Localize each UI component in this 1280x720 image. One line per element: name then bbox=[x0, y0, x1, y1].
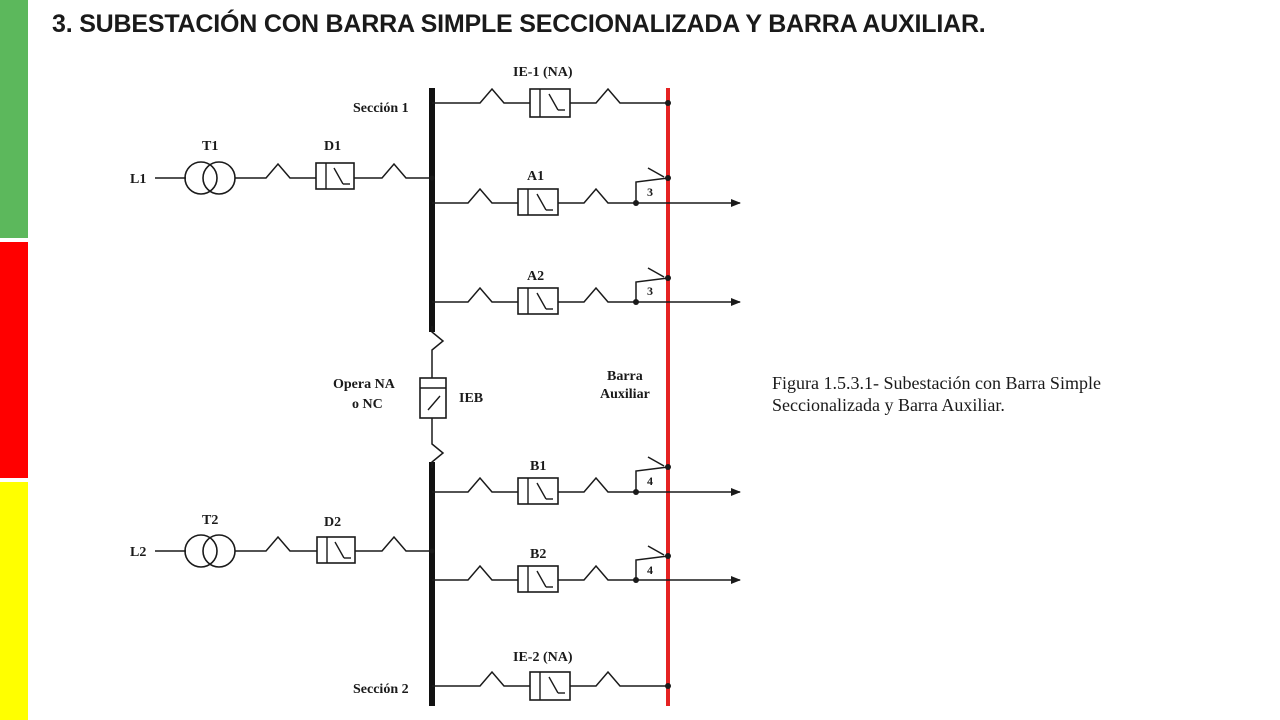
transformer-t1 bbox=[184, 161, 236, 195]
side-bar-red bbox=[0, 242, 28, 478]
switch-b2 bbox=[633, 545, 671, 583]
opera-label-line-2: o NC bbox=[352, 397, 383, 412]
b2-wire-b bbox=[558, 564, 741, 584]
line-1-label: L1 bbox=[130, 172, 146, 187]
section-1-label: Sección 1 bbox=[353, 101, 409, 116]
breaker-a2 bbox=[517, 287, 559, 315]
ie1-junction bbox=[665, 100, 671, 106]
feeder-1-wire-a bbox=[235, 162, 316, 179]
junction-dot bbox=[429, 175, 435, 181]
b1-wire-a bbox=[432, 476, 518, 493]
b2-wire-a bbox=[432, 564, 518, 581]
ie2-wire-b bbox=[570, 670, 668, 687]
breaker-a1-label: A1 bbox=[527, 169, 544, 184]
feeder-2-wire-a bbox=[235, 535, 317, 552]
feeder-1-wire-b bbox=[354, 162, 432, 179]
breaker-d2 bbox=[316, 536, 356, 564]
breaker-ieb-label: IEB bbox=[459, 391, 483, 406]
caption-line-1: Figura 1.5.3.1- Subestación con Barra Si… bbox=[772, 373, 1101, 393]
breaker-ie1 bbox=[529, 88, 571, 118]
transformer-t1-label: T1 bbox=[202, 139, 218, 154]
figure-caption: Figura 1.5.3.1- Subestación con Barra Si… bbox=[772, 372, 1242, 416]
a1-wire-b bbox=[558, 187, 741, 207]
a2-wire-a bbox=[432, 286, 518, 303]
breaker-b1 bbox=[517, 477, 559, 505]
switch-a1-number: 3 bbox=[647, 185, 653, 199]
breaker-b2-label: B2 bbox=[530, 547, 546, 562]
section-2-label: Sección 2 bbox=[353, 682, 409, 697]
line-2-label: L2 bbox=[130, 545, 146, 560]
transformer-t2 bbox=[184, 534, 236, 568]
transformer-t2-label: T2 bbox=[202, 513, 218, 528]
breaker-b2 bbox=[517, 565, 559, 593]
breaker-a2-label: A2 bbox=[527, 269, 544, 284]
ieb-wire-top bbox=[431, 326, 445, 378]
ie2-junction bbox=[665, 683, 671, 689]
ie1-wire-b bbox=[570, 87, 668, 104]
switch-a2-number: 3 bbox=[647, 284, 653, 298]
ieb-wire-bottom bbox=[431, 418, 445, 468]
b1-wire-b bbox=[558, 476, 741, 496]
junction-dot bbox=[429, 548, 435, 554]
breaker-ie1-label: IE-1 (NA) bbox=[513, 65, 573, 80]
feeder-2-wire-b bbox=[355, 535, 432, 552]
switch-a1 bbox=[633, 167, 671, 206]
caption-line-2: Seccionalizada y Barra Auxiliar. bbox=[772, 395, 1005, 415]
side-bar-green bbox=[0, 0, 28, 238]
aux-bus-label-line-2: Auxiliar bbox=[600, 387, 650, 402]
breaker-d1 bbox=[315, 162, 355, 190]
switch-b2-number: 4 bbox=[647, 563, 653, 577]
a1-wire-a bbox=[432, 187, 518, 204]
breaker-d2-label: D2 bbox=[324, 515, 341, 530]
breaker-d1-label: D1 bbox=[324, 139, 341, 154]
switch-a2 bbox=[633, 267, 671, 305]
ie1-wire-a bbox=[432, 87, 530, 104]
breaker-ie2-label: IE-2 (NA) bbox=[513, 650, 573, 665]
breaker-b1-label: B1 bbox=[530, 459, 546, 474]
switch-b1-number: 4 bbox=[647, 474, 653, 488]
side-bar-yellow bbox=[0, 482, 28, 720]
slide-title: 3. SUBESTACIÓN CON BARRA SIMPLE SECCIONA… bbox=[52, 10, 986, 38]
breaker-ie2 bbox=[529, 671, 571, 701]
a2-wire-b bbox=[558, 286, 741, 306]
breaker-a1 bbox=[517, 188, 559, 216]
opera-label-line-1: Opera NA bbox=[333, 377, 396, 392]
ie2-wire-a bbox=[432, 670, 530, 687]
breaker-ieb bbox=[419, 377, 447, 419]
aux-bus-label-line-1: Barra bbox=[607, 369, 643, 384]
switch-b1 bbox=[633, 456, 671, 495]
